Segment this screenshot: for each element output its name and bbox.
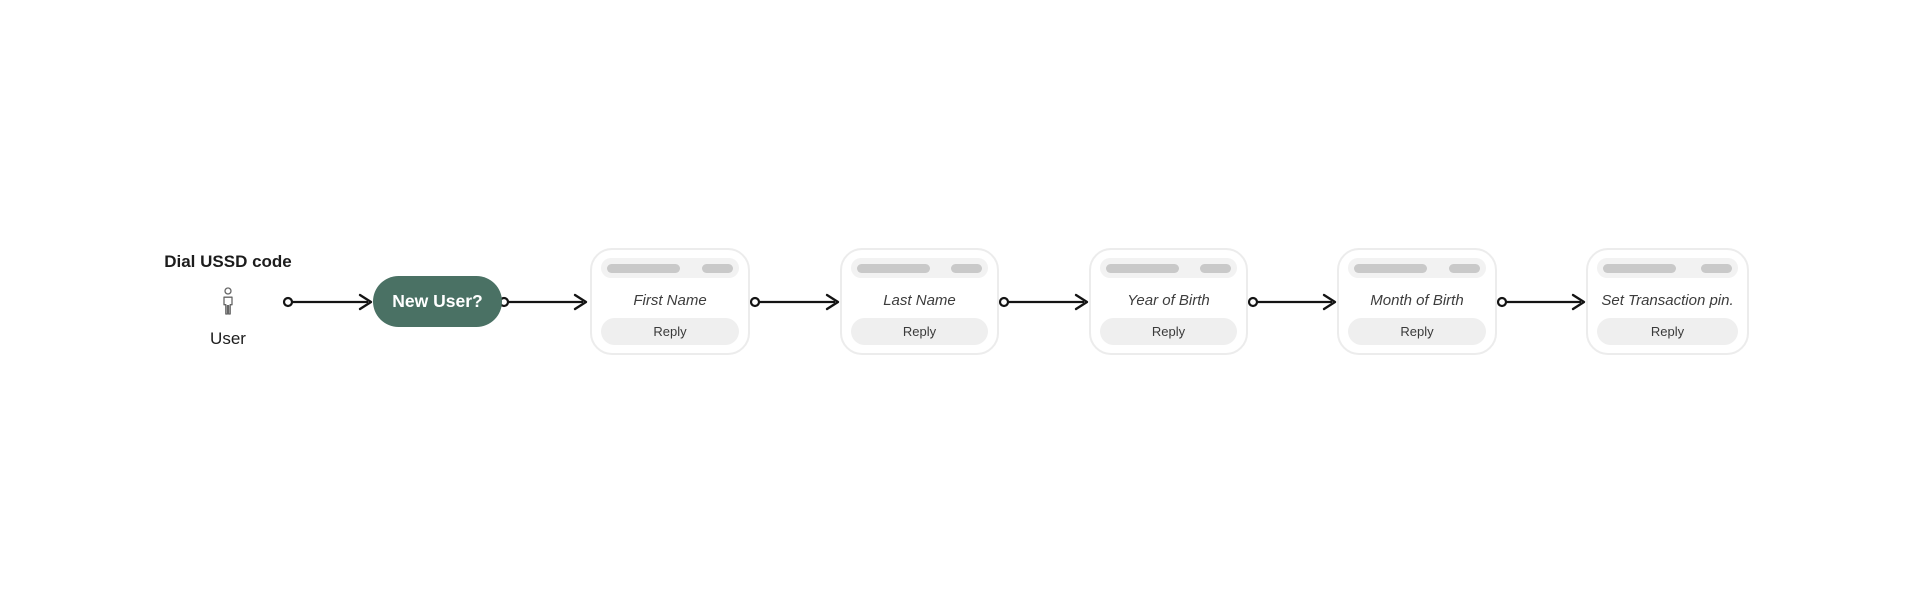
connector-port: [749, 296, 761, 308]
arrowhead-icon: [573, 293, 588, 311]
skeleton-bar-short: [702, 263, 733, 273]
reply-button[interactable]: Reply: [1348, 318, 1486, 345]
skeleton-bar-short: [951, 263, 982, 273]
node-new-user-decision[interactable]: New User?: [373, 276, 502, 327]
node-year-of-birth[interactable]: Year of Birth Reply: [1089, 248, 1248, 355]
skeleton-bar-long: [1106, 263, 1179, 273]
reply-button[interactable]: Reply: [601, 318, 739, 345]
skeleton-bar-long: [1603, 263, 1676, 273]
person-icon: [218, 286, 238, 316]
connector-last-name-to-year-of-birth: [998, 293, 1089, 311]
actor-action-label: Dial USSD code: [164, 252, 292, 271]
node-title: Last Name: [883, 292, 956, 309]
skeleton-bar-short: [1449, 263, 1480, 273]
actor-name-label: User: [210, 329, 246, 348]
skeleton-bar-long: [607, 263, 680, 273]
message-skeleton: [1597, 258, 1738, 278]
node-last-name[interactable]: Last Name Reply: [840, 248, 999, 355]
connector-month-of-birth-to-set-pin: [1496, 293, 1586, 311]
connector-port: [1496, 296, 1508, 308]
node-first-name[interactable]: First Name Reply: [590, 248, 750, 355]
actor-user: Dial USSD code User: [148, 251, 308, 350]
reply-button[interactable]: Reply: [1100, 318, 1237, 345]
node-title: Set Transaction pin.: [1601, 292, 1734, 309]
connector-port: [998, 296, 1010, 308]
node-month-of-birth[interactable]: Month of Birth Reply: [1337, 248, 1497, 355]
connector-first-name-to-last-name: [749, 293, 840, 311]
node-set-transaction-pin[interactable]: Set Transaction pin. Reply: [1586, 248, 1749, 355]
message-skeleton: [851, 258, 988, 278]
skeleton-bar-long: [1354, 263, 1427, 273]
reply-button[interactable]: Reply: [851, 318, 988, 345]
message-skeleton: [1100, 258, 1237, 278]
message-skeleton: [1348, 258, 1486, 278]
arrowhead-icon: [1074, 293, 1089, 311]
skeleton-bar-short: [1701, 263, 1732, 273]
arrowhead-icon: [825, 293, 840, 311]
arrowhead-icon: [358, 293, 373, 311]
skeleton-bar-short: [1200, 263, 1231, 273]
connector-port: [1247, 296, 1259, 308]
node-title: Year of Birth: [1127, 292, 1210, 309]
reply-button[interactable]: Reply: [1597, 318, 1738, 345]
arrowhead-icon: [1571, 293, 1586, 311]
skeleton-bar-long: [857, 263, 930, 273]
connector-year-of-birth-to-month-of-birth: [1247, 293, 1337, 311]
node-title: Month of Birth: [1370, 292, 1464, 309]
node-title: First Name: [633, 292, 707, 309]
message-skeleton: [601, 258, 739, 278]
connector-decision-to-first-name: [498, 293, 588, 311]
arrowhead-icon: [1322, 293, 1337, 311]
